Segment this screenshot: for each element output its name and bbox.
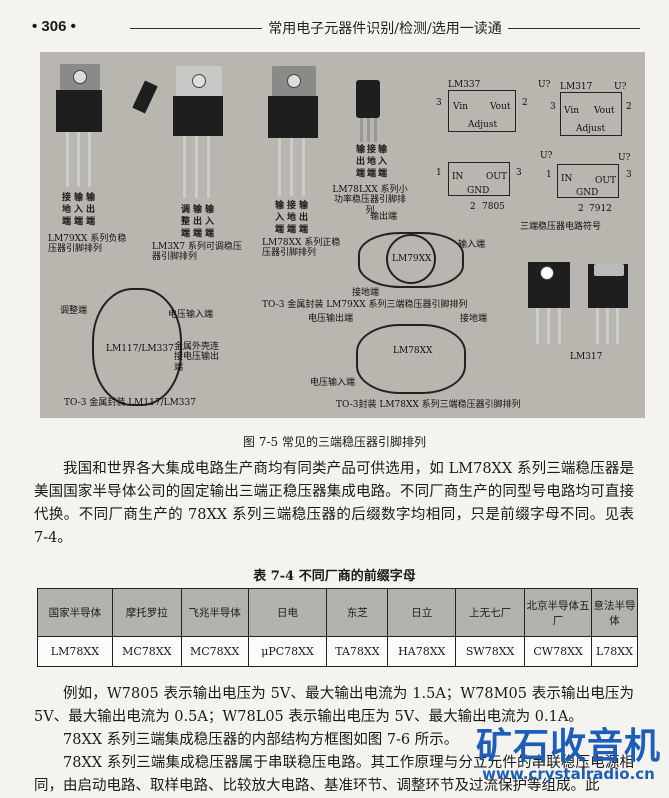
pin-label: 输出端 xyxy=(299,201,309,235)
table-header-row: 国家半导体 摩托罗拉 飞兆半导体 日电 东芝 日立 上无七厂 北京半导体五厂 意… xyxy=(37,588,639,637)
label: 输出端 xyxy=(370,212,398,222)
cell: MC78XX xyxy=(180,636,249,667)
cell: LM78XX xyxy=(37,636,113,667)
header-cell: 上无七厂 xyxy=(455,588,526,637)
cell: HA78XX xyxy=(387,636,457,667)
cell: TA78XX xyxy=(326,636,389,667)
cell: μPC78XX xyxy=(247,636,328,667)
to3-79-caption: TO-3 金属封装 LM79XX 系列三端稳压器引脚排列 xyxy=(262,300,468,310)
pin-label: 接地端 xyxy=(287,201,297,235)
table-title: 表 7-4 不同厂商的前缀字母 xyxy=(253,569,416,584)
pin-label: 输入端 xyxy=(275,201,285,235)
watermark-url: www.crystalradio.cn xyxy=(482,765,655,783)
label: 电压输出端 xyxy=(308,314,354,324)
pin-label: 接地端 xyxy=(367,145,377,179)
figure-7-5: 接地端 输入端 输出端 LM79XX 系列负稳压器引脚排列 调整端 输出端 输入… xyxy=(40,52,645,418)
watermark-logo: 矿石收音机 www.crystalradio.cn xyxy=(475,726,661,783)
photo4-caption: LM78LXX 系列小功率稳压器引脚排列 xyxy=(332,185,408,216)
paragraph: 我国和世界各大集成电路生产商均有同类产品可供选用，如 LM78XX 系列三端稳压… xyxy=(34,461,634,546)
watermark-name: 矿石收音机 xyxy=(475,726,661,767)
photo2-caption: LM3X7 系列可调稳压器引脚排列 xyxy=(152,242,242,263)
to3-79-label: LM79XX xyxy=(392,254,432,264)
pin-label: 调整端 xyxy=(181,205,191,239)
running-header: 常用电子元器件识别/检测/选用一读通 xyxy=(130,18,640,38)
header-cell: 东芝 xyxy=(326,588,389,637)
label: 接地端 xyxy=(460,314,488,324)
header-cell: 意法半导体 xyxy=(590,588,639,637)
pin-label: 输出端 xyxy=(193,205,203,239)
pin-label: 输出端 xyxy=(86,193,96,227)
header-cell: 日立 xyxy=(387,588,457,637)
photo1-caption: LM79XX 系列负稳压器引脚排列 xyxy=(48,234,127,255)
pin-label: 输入端 xyxy=(205,205,215,239)
cell: CW78XX xyxy=(524,636,592,667)
to3-117-label: LM117/LM337 xyxy=(106,344,174,354)
to3-78-caption: TO-3封装 LM78XX 系列三端稳压器引脚排列 xyxy=(336,400,521,410)
prefix-table: 国家半导体 摩托罗拉 飞兆半导体 日电 东芝 日立 上无七厂 北京半导体五厂 意… xyxy=(37,588,639,667)
label: 调整端 xyxy=(60,306,88,316)
label: 电压输入端 xyxy=(310,378,356,388)
label: 金属外壳连接电压输出端 xyxy=(174,342,220,373)
label: 输入端 xyxy=(458,240,486,250)
table-row: LM78XX MC78XX MC78XX μPC78XX TA78XX HA78… xyxy=(37,636,639,667)
pin-label: 输入端 xyxy=(378,145,388,179)
lm317-label: LM317 xyxy=(570,352,603,362)
pin-label: 接地端 xyxy=(62,193,72,227)
symbols-caption: 三端稳压器电路符号 xyxy=(520,222,602,232)
figure-caption: 图 7-5 常见的三端稳压器引脚排列 xyxy=(243,435,426,449)
header-cell: 北京半导体五厂 xyxy=(524,588,592,637)
label: 电压输入端 xyxy=(168,310,214,320)
label: 接地端 xyxy=(352,288,380,298)
header-cell: 日电 xyxy=(247,588,328,637)
photo3-caption: LM78XX 系列正稳压器引脚排列 xyxy=(262,238,341,259)
cell: L78XX xyxy=(590,636,639,667)
cell: SW78XX xyxy=(455,636,526,667)
page-number: • 306 • xyxy=(32,18,76,35)
header-cell: 摩托罗拉 xyxy=(111,588,182,637)
paragraph: 例如，W7805 表示输出电压为 5V、最大输出电流为 1.5A；W78M05 … xyxy=(34,686,634,725)
cell: MC78XX xyxy=(111,636,182,667)
to3-78-label: LM78XX xyxy=(393,346,433,356)
header-cell: 国家半导体 xyxy=(37,588,113,637)
running-title: 常用电子元器件识别/检测/选用一读通 xyxy=(268,21,502,37)
pin-label: 输入端 xyxy=(74,193,84,227)
pin-label: 输出端 xyxy=(356,145,366,179)
paragraph: 78XX 系列三端集成稳压器的内部结构方框图如图 7-6 所示。 xyxy=(63,732,459,748)
to3-117-caption: TO-3 金属封装 LM117/LM337 xyxy=(64,398,196,408)
header-cell: 飞兆半导体 xyxy=(180,588,249,637)
